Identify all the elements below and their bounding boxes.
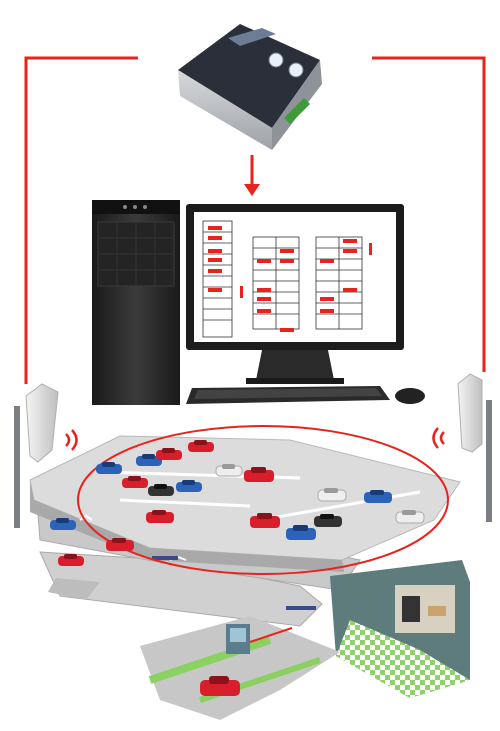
car [395,510,425,524]
car [317,488,347,502]
link-controller-antenna-right [372,56,486,372]
car [176,480,202,492]
car [215,464,243,477]
keyboard [186,386,390,404]
parked-cars [50,440,425,696]
controller-box [178,24,322,150]
car [122,476,148,488]
mouse [395,388,425,404]
antenna-left [14,383,78,528]
car [58,554,84,566]
car [250,513,280,528]
arrow-controller-to-computer [244,155,260,196]
computer-monitor [186,204,404,384]
car [188,440,214,452]
car [50,518,76,530]
car [314,514,342,527]
monitor-screen [194,212,396,342]
car [148,484,174,496]
car [96,462,122,474]
car [156,448,182,460]
car [136,454,162,466]
link-controller-antenna-left [24,56,138,384]
car [244,467,274,482]
computer-tower [92,200,180,405]
connector-lines [24,56,486,384]
screen-occupied-markers [208,226,372,332]
car [146,510,174,523]
coverage-ellipse [77,425,449,575]
car [106,538,134,551]
car [364,490,392,503]
car [200,676,240,696]
antenna-right [432,373,492,522]
parking-garage [29,435,470,720]
car [286,525,316,540]
